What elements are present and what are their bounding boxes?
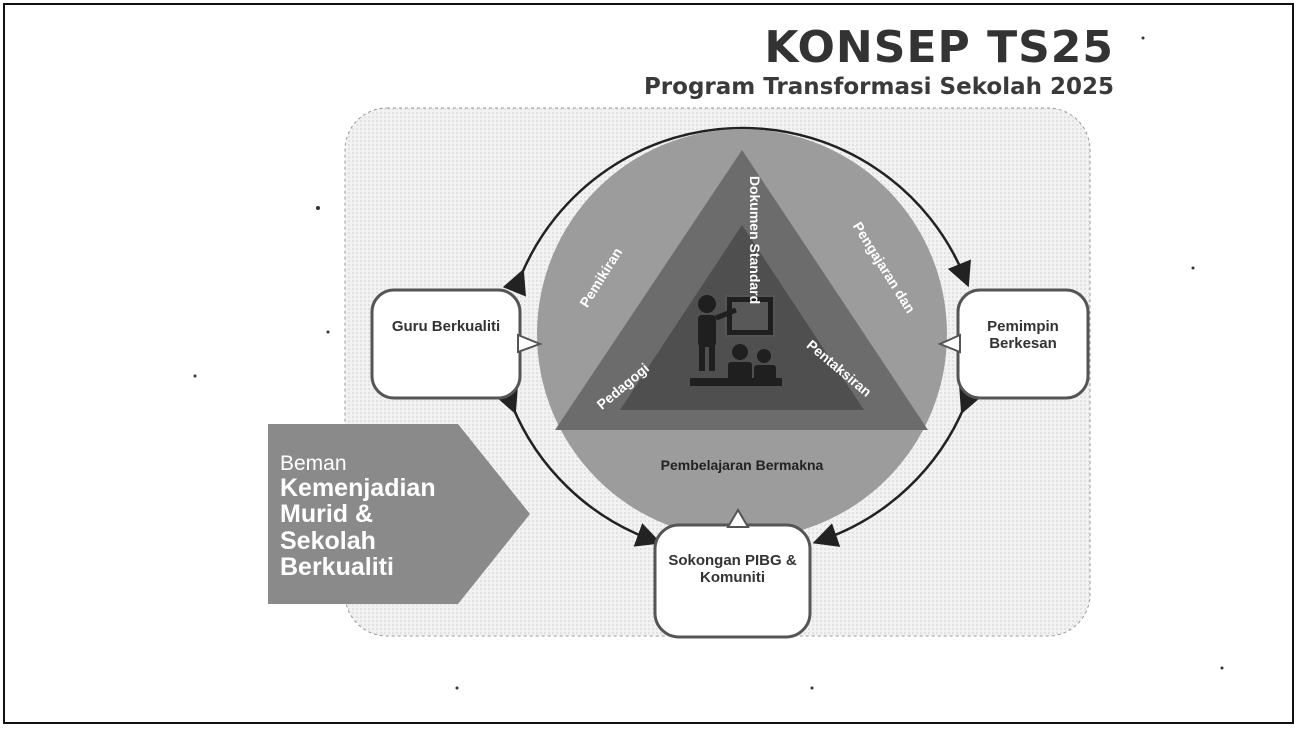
node-sokongan-pibg: Sokongan PIBG & Komuniti — [653, 508, 812, 639]
node-guru-berkualiti: Guru Berkualiti — [370, 288, 543, 400]
outcome-arrow-tag — [268, 424, 530, 604]
label-dokumen-standard: Dokumen Standard — [747, 176, 763, 304]
outcome-text: Beman Kemenjadian Murid & Sekolah Berkua… — [280, 452, 436, 581]
node-left-text: Guru Berkualiti — [391, 318, 501, 335]
teacher-classroom-icon — [690, 295, 782, 386]
page-subtitle: Program Transformasi Sekolah 2025 — [643, 74, 1114, 100]
label-pembelajaran-bermakna: Pembelajaran Bermakna — [661, 457, 824, 473]
arrow-right-cycle — [812, 386, 983, 547]
outcome-lead: Beman — [280, 452, 347, 475]
arrow-top-cycle — [502, 126, 971, 297]
node-pemimpin-berkesan: Pemimpin Berkesan — [937, 288, 1090, 400]
outcome-line-4: Berkualiti — [280, 552, 394, 581]
outcome-line-2: Murid & — [280, 500, 374, 529]
node-right-text: Pemimpin Berkesan — [987, 318, 1059, 353]
page-title: KONSEP TS25 — [764, 22, 1114, 73]
arrow-left-cycle — [494, 386, 662, 547]
node-bottom-text: Sokongan PIBG & Komuniti — [668, 552, 797, 587]
outcome-line-1: Kemenjadian — [280, 474, 436, 503]
outcome-line-3: Sekolah — [280, 526, 376, 555]
